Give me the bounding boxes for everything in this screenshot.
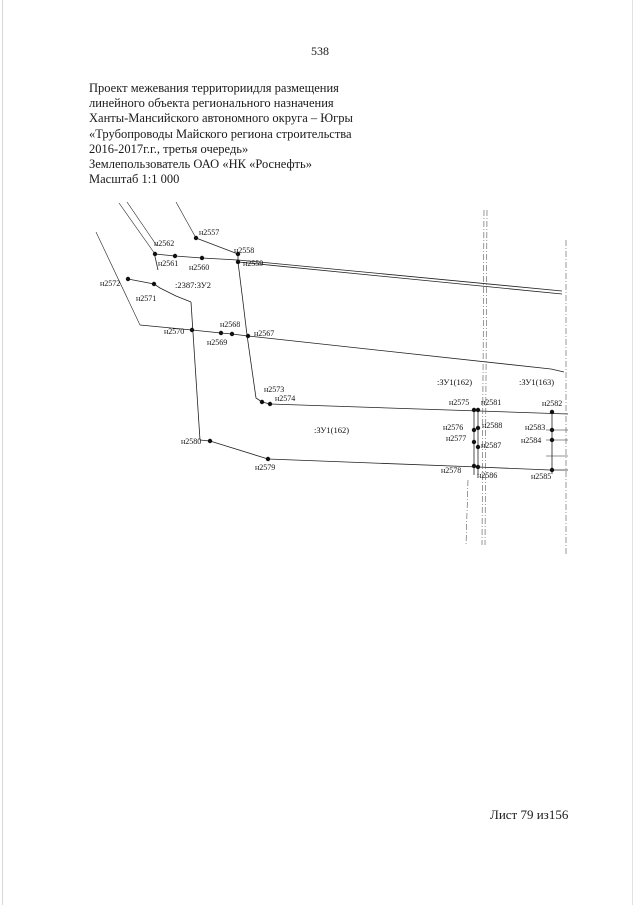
heading-line-5: 2016-2017г.г., третья очередь»: [89, 141, 249, 156]
document-heading: Проект межевания территориидля размещени…: [89, 81, 389, 187]
point-label: н2584: [521, 436, 541, 445]
point-marker: [549, 437, 555, 443]
point-marker: [235, 259, 241, 265]
point-label: н2573: [264, 385, 284, 394]
point-label: н2582: [542, 399, 562, 408]
point-marker: [475, 407, 481, 413]
point-marker: [172, 253, 178, 259]
point-marker: [189, 327, 195, 333]
point-label: н2579: [255, 463, 275, 472]
point-marker: [193, 235, 199, 241]
point-marker: [265, 456, 271, 462]
point-label: н2588: [482, 421, 502, 430]
point-marker: [471, 463, 477, 469]
plan-points: н2557 н2558 н2559 н2560 н2561 н2562 н2567 н2568…: [100, 228, 562, 481]
corridor-lines: [465, 209, 567, 555]
point-marker: [475, 444, 481, 450]
point-marker: [125, 276, 131, 282]
heading-line-2: линейного объекта регионального назначен…: [89, 96, 334, 111]
point-marker: [235, 251, 241, 257]
point-marker: [471, 407, 477, 413]
point-label: н2567: [254, 329, 274, 338]
point-marker: [471, 439, 477, 445]
scan-edge-left: [2, 0, 3, 905]
heading-line-1: Проект межевания территориидля размещени…: [89, 81, 339, 95]
point-marker: [259, 399, 265, 405]
point-marker: [549, 409, 555, 415]
point-label: н2587: [481, 441, 501, 450]
point-marker: [151, 281, 157, 287]
plan-parcels: :2387:ЗУ2 :ЗУ1(162) :ЗУ1(162) :ЗУ1(163): [175, 280, 554, 435]
point-label: н2580: [181, 437, 201, 446]
point-marker: [229, 331, 235, 337]
point-label: н2574: [275, 394, 295, 403]
point-label: н2571: [136, 294, 156, 303]
parcel-label: :2387:ЗУ2: [175, 280, 211, 290]
point-marker: [199, 255, 205, 261]
point-label: н2562: [154, 239, 174, 248]
parcel-label: :ЗУ1(162): [437, 377, 472, 387]
point-marker: [549, 467, 555, 473]
point-label: н2570: [164, 327, 184, 336]
heading-line-4: «Трубопроводы Майского региона строитель…: [89, 126, 352, 141]
point-label: н2572: [100, 279, 120, 288]
point-label: н2576: [443, 423, 463, 432]
scan-edge-right: [632, 0, 633, 905]
point-marker: [471, 427, 477, 433]
heading-line-3: Ханты-Мансийского автономного округа – Ю…: [89, 111, 353, 126]
point-label: н2577: [446, 434, 466, 443]
point-label: н2581: [481, 398, 501, 407]
heading-line-6: Землепользователь ОАО «НК «Роснефть»: [89, 157, 312, 172]
point-label: н2585: [531, 472, 551, 481]
point-marker: [245, 333, 251, 339]
point-label: н2557: [199, 228, 219, 237]
point-label: н2560: [189, 263, 209, 272]
point-marker: [475, 425, 481, 431]
point-marker: [549, 427, 555, 433]
point-label: н2558: [234, 246, 254, 255]
point-label: н2569: [207, 338, 227, 347]
point-label: н2575: [449, 398, 469, 407]
point-marker: [218, 330, 224, 336]
point-marker: [475, 464, 481, 470]
parcel-label: :ЗУ1(162): [314, 425, 349, 435]
point-marker: [152, 251, 158, 257]
point-label: н2568: [220, 320, 240, 329]
page-number: 538: [311, 44, 329, 58]
heading-line-7: Масштаб 1:1 000: [89, 172, 180, 187]
point-label: н2578: [441, 466, 461, 475]
point-label: н2559: [243, 259, 263, 268]
parcel-label: :ЗУ1(163): [519, 377, 554, 387]
point-label: н2586: [477, 471, 497, 480]
point-label: н2583: [525, 423, 545, 432]
point-marker: [267, 401, 273, 407]
sheet-number: Лист 79 из156: [490, 807, 569, 822]
point-label: н2561: [158, 259, 178, 268]
point-marker: [207, 438, 213, 444]
